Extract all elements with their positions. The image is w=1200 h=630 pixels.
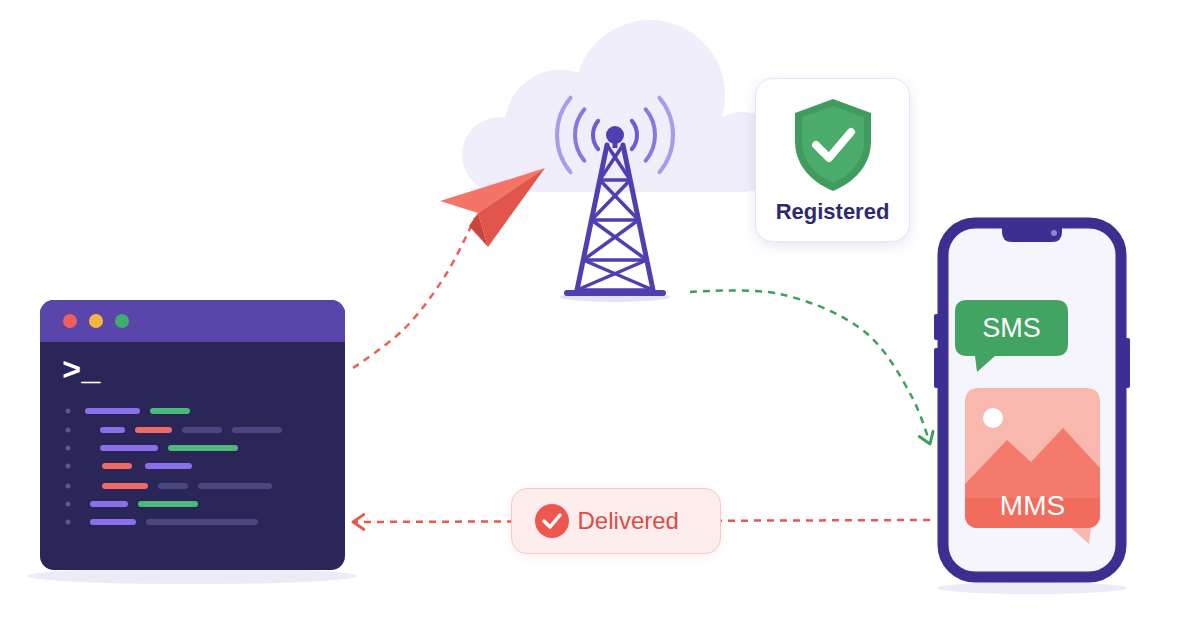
tower-base — [567, 290, 663, 296]
code-bar — [85, 408, 140, 414]
node-label: MMS — [965, 486, 1100, 526]
signal-arc — [632, 121, 637, 149]
check-badge — [534, 501, 574, 541]
edge-label: Delivered — [578, 489, 679, 552]
signal-arc — [557, 98, 571, 173]
sms-bubble: SMS — [955, 300, 1068, 372]
tower-brace — [600, 180, 639, 220]
code-bar — [90, 501, 128, 507]
arrow-head — [353, 515, 364, 530]
mms-card — [965, 388, 1100, 544]
code-bar — [150, 408, 190, 414]
cell-tower-art — [545, 90, 690, 300]
tower-brace — [591, 220, 646, 260]
code-bar — [100, 427, 125, 433]
signal-arc — [646, 109, 655, 160]
line-dot — [66, 520, 71, 525]
shadow — [560, 292, 670, 302]
line-dot — [66, 484, 71, 489]
shield-icon — [795, 99, 871, 191]
tower-brace — [600, 178, 630, 182]
mountain-shape — [965, 428, 1100, 528]
shield-inner — [802, 106, 864, 183]
code-bar — [232, 427, 282, 433]
window-dot — [63, 314, 77, 328]
paper-plane — [478, 168, 545, 247]
code-bar — [102, 463, 132, 469]
signal-arc — [659, 98, 673, 173]
code-bar — [168, 445, 238, 451]
tower-brace — [583, 258, 647, 262]
code-bar — [138, 501, 198, 507]
dashed-connector — [690, 290, 930, 444]
signal-arc — [575, 109, 584, 160]
line-dot — [66, 446, 71, 451]
check-circle — [535, 504, 569, 538]
shadow — [937, 582, 1127, 594]
phone-camera — [1051, 230, 1057, 236]
title-bar — [40, 300, 345, 342]
code-bar — [158, 483, 188, 489]
edge-label-pill: Delivered — [511, 488, 721, 554]
paper-plane — [469, 213, 488, 247]
line-dot — [66, 464, 71, 469]
status-badge: Registered — [755, 78, 910, 242]
check-mark — [544, 515, 560, 527]
code-bar — [198, 483, 272, 489]
node-label: Registered — [756, 197, 909, 227]
code-bar — [135, 427, 172, 433]
phone-body — [943, 223, 1121, 577]
code-bar — [102, 483, 148, 489]
phone-notch — [1002, 224, 1062, 242]
dashed-connector — [353, 218, 475, 368]
terminal-window: >_ — [40, 300, 345, 570]
paper-plane — [440, 168, 545, 213]
mms-card: MMS — [965, 388, 1100, 546]
tower-antenna — [606, 126, 624, 144]
node-label: >_ — [62, 350, 182, 394]
line-dot — [66, 428, 71, 433]
window-dot — [89, 314, 103, 328]
code-bar — [90, 519, 136, 525]
tower-brace — [583, 220, 638, 260]
cell-tower — [545, 90, 690, 300]
phone-device: SMS MMS — [936, 218, 1128, 582]
check-mark — [816, 132, 851, 158]
mms-card-art — [965, 388, 1100, 546]
code-bar — [146, 519, 258, 525]
cloud-shape — [462, 20, 782, 193]
terminal-window-art — [40, 300, 345, 570]
tower-brace — [577, 260, 647, 290]
code-bar — [182, 427, 222, 433]
code-bar — [100, 445, 158, 451]
node-label: SMS — [955, 300, 1068, 356]
shadow — [27, 568, 357, 584]
code-bar — [145, 463, 192, 469]
tower-brace — [583, 260, 653, 290]
sun-icon — [983, 408, 1003, 428]
line-dot — [66, 502, 71, 507]
arrow-head — [919, 431, 933, 444]
tower-brace — [591, 218, 638, 222]
window-dot — [115, 314, 129, 328]
tower-brace — [591, 180, 630, 220]
sms-bubble — [955, 300, 1068, 372]
signal-arc — [593, 121, 598, 149]
line-dot — [66, 409, 71, 414]
tower-brace — [600, 145, 623, 180]
